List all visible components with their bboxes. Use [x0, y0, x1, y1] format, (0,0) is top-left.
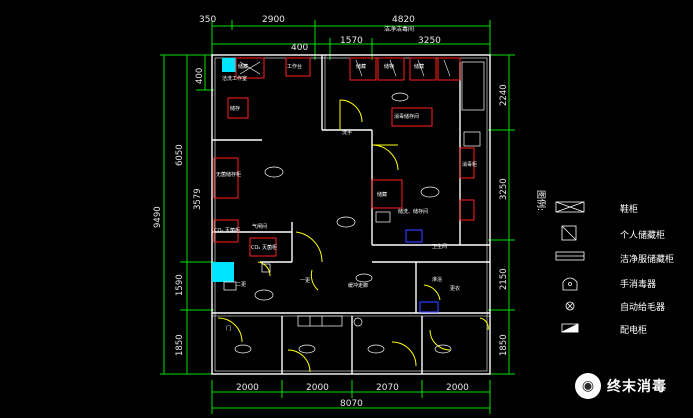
legend-label-5: 自动给毛器: [620, 301, 665, 313]
room-label-r-a: 储藏: [377, 191, 387, 198]
room-label-side: 更衣: [450, 285, 460, 292]
room-label-left: 二更: [236, 282, 246, 288]
dim-left-1590: 1590: [175, 274, 185, 296]
dim-left-400: 400: [195, 68, 205, 84]
room-label-co2-left: CO₂ 灭菌柜: [214, 227, 240, 234]
dim-top-caption: 洁净洁毒间: [384, 25, 414, 33]
room-label-tl-d: 储存: [230, 105, 240, 112]
dim-right-2240: 2240: [499, 84, 509, 106]
walls: [211, 54, 491, 375]
personal-locker-icon: [561, 225, 577, 241]
watermark-text: 终末消毒: [607, 379, 667, 395]
legend-label-6: 配电柜: [620, 324, 647, 336]
dim-top-350: 350: [199, 15, 216, 25]
dim-left-1850: 1850: [175, 334, 185, 356]
room-label-tl-b: 洁洗工作室: [222, 75, 247, 82]
wechat-icon: ◉: [575, 373, 601, 399]
dim-bottom-2070: 2070: [376, 383, 399, 393]
furniture-crosses: [239, 59, 451, 77]
dim-top-1570: 1570: [340, 36, 363, 46]
dim-left-9490: 9490: [153, 206, 163, 228]
dim-top-2900: 2900: [262, 15, 285, 25]
legend-label-3: 洁净服储藏柜: [620, 253, 674, 265]
room-label-left-cab: 无菌储存柜: [216, 171, 241, 178]
dim-right-3250: 3250: [499, 178, 509, 200]
room-label-r-c: 消毒柜: [462, 161, 477, 168]
room-label-co2-mid: CO₂ 灭菌柜: [251, 244, 277, 251]
dimension-lines: [160, 20, 515, 414]
room-label-tr-b: 储物: [384, 63, 394, 70]
room-label-wash: 缓冲走廊: [348, 282, 368, 289]
dim-left-6050: 6050: [175, 144, 185, 166]
room-label-tr-a: 储藏: [356, 63, 366, 70]
blue-items: [405, 229, 439, 313]
legend: 图例: 鞋柜 个人储藏柜 洁净服储藏柜 手消毒器 自动给毛器: [535, 190, 674, 336]
clean-cloth-cabinet-icon: [555, 251, 585, 261]
dim-bottom-2000a: 2000: [236, 383, 259, 393]
room-label-tl-c: 工作台: [287, 63, 302, 70]
dim-bottom-2000c: 2000: [446, 383, 469, 393]
hand-sanitizer-icon: [562, 277, 578, 291]
furniture: [213, 57, 475, 257]
room-label-tl-a: 储藏: [238, 63, 248, 70]
doors: [217, 99, 489, 373]
accent-blocks: [212, 58, 236, 282]
dim-right-1850: 1850: [499, 334, 509, 356]
fixtures: [223, 61, 485, 327]
watermark: ◉ 终末消毒: [575, 372, 667, 400]
room-label-tr-c: 储藏: [414, 63, 424, 70]
dim-top-4820: 4820: [392, 15, 415, 25]
room-label-wc: 卫生间: [432, 243, 447, 250]
room-label-tr-d: 消毒储存间: [394, 113, 419, 120]
room-label-wash2: 洗手: [342, 129, 352, 136]
room-label-shower: 淋浴: [432, 276, 442, 283]
auto-towel-dispenser-icon: [565, 301, 575, 311]
legend-label-1: 鞋柜: [620, 203, 638, 215]
room-label-r-b: 储洗、储存间: [398, 208, 428, 215]
room-label-mid: 一更: [300, 278, 310, 284]
room-label-gas-room: 气闸间: [252, 223, 267, 230]
legend-label-2: 个人储藏柜: [620, 229, 665, 241]
room-label-door: 门: [226, 325, 231, 332]
dim-bottom-2000b: 2000: [306, 383, 329, 393]
dim-left-3579: 3579: [193, 188, 203, 210]
dim-right-2150: 2150: [499, 268, 509, 290]
dim-top-400: 400: [291, 43, 308, 53]
legend-title: 图例:: [535, 190, 547, 211]
lamps: [234, 92, 452, 354]
dim-top-3250: 3250: [418, 36, 441, 46]
power-cabinet-icon: [561, 323, 579, 333]
legend-label-4: 手消毒器: [620, 278, 656, 290]
shoe-cabinet-icon: [555, 201, 585, 213]
dim-bottom-total: 8070: [340, 399, 363, 409]
